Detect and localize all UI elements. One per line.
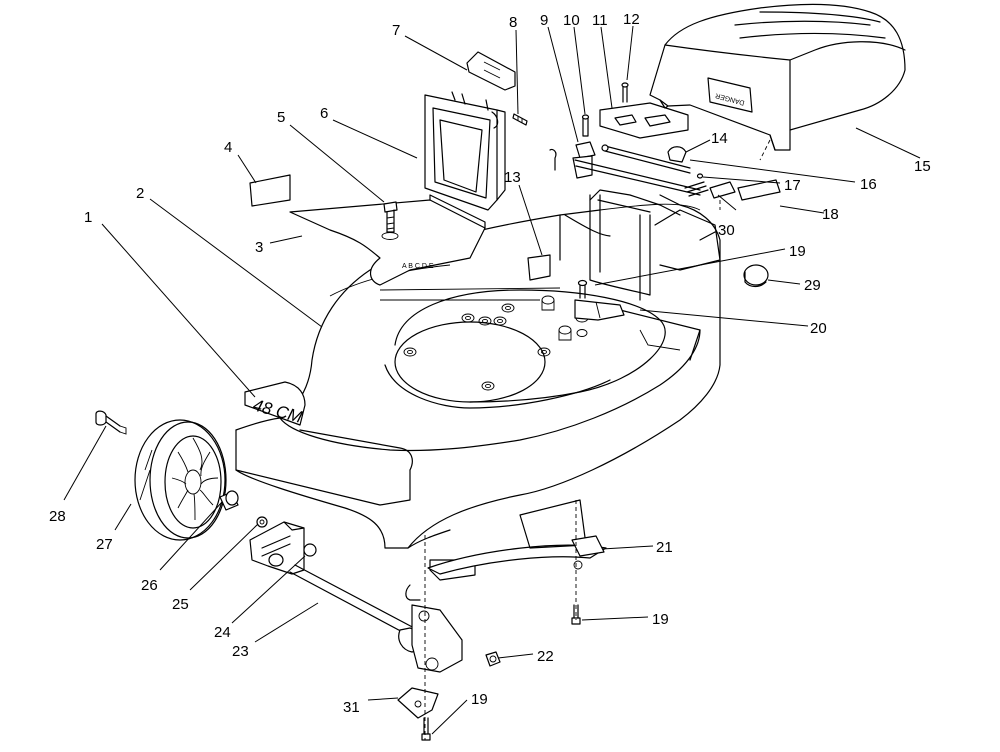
callout-10: 10 bbox=[563, 12, 580, 29]
callout-21: 21 bbox=[656, 539, 673, 556]
rear-axle bbox=[289, 559, 501, 741]
callout-5: 5 bbox=[277, 109, 285, 126]
callout-19-upper: 19 bbox=[789, 243, 806, 260]
rear-hood: DANGER bbox=[649, 3, 906, 151]
callout-20: 20 bbox=[810, 320, 827, 337]
callout-23: 23 bbox=[232, 643, 249, 660]
callout-11: 11 bbox=[592, 12, 608, 29]
decal-label bbox=[527, 254, 551, 281]
callout-6: 6 bbox=[320, 105, 328, 122]
cap bbox=[743, 264, 769, 288]
callout-24: 24 bbox=[214, 624, 231, 641]
callout-16: 16 bbox=[860, 176, 877, 193]
callout-19-lower: 19 bbox=[471, 691, 488, 708]
wheel-assembly bbox=[95, 410, 268, 541]
callout-3: 3 bbox=[255, 239, 263, 256]
wheel-bracket bbox=[249, 521, 317, 575]
callout-1: 1 bbox=[84, 209, 92, 226]
warning-label bbox=[249, 174, 291, 207]
callout-26: 26 bbox=[141, 577, 158, 594]
callout-30: 30 bbox=[718, 222, 735, 239]
deflector-letters: A B C D E bbox=[402, 263, 434, 270]
callout-15: 15 bbox=[914, 158, 931, 175]
callout-14: 14 bbox=[711, 130, 728, 147]
callout-labels: 1 2 3 4 5 6 7 8 9 10 11 12 13 14 15 16 1… bbox=[49, 11, 931, 716]
callout-25: 25 bbox=[172, 596, 189, 613]
deflector-plate: A B C D E bbox=[289, 194, 486, 286]
chute-handle bbox=[466, 51, 528, 126]
callout-17: 17 bbox=[784, 177, 801, 194]
mower-deck: 48 CM bbox=[235, 194, 721, 549]
callout-12: 12 bbox=[623, 11, 640, 28]
callout-22: 22 bbox=[537, 648, 554, 665]
callout-4: 4 bbox=[224, 139, 232, 156]
callout-29: 29 bbox=[804, 277, 821, 294]
callout-19-middle: 19 bbox=[652, 611, 669, 628]
callout-7: 7 bbox=[392, 22, 400, 39]
callout-31: 31 bbox=[343, 699, 360, 716]
callout-2: 2 bbox=[136, 185, 144, 202]
callout-27: 27 bbox=[96, 536, 113, 553]
callout-13: 13 bbox=[504, 169, 521, 186]
deck-size-decal bbox=[244, 381, 306, 426]
callout-8: 8 bbox=[509, 14, 517, 31]
discharge-chute bbox=[424, 91, 506, 211]
leader-lines bbox=[63, 25, 921, 735]
callout-18: 18 bbox=[822, 206, 839, 223]
callout-28: 28 bbox=[49, 508, 66, 525]
callout-9: 9 bbox=[540, 12, 548, 29]
under-deck-baffle bbox=[427, 499, 607, 625]
assembly-center-lines bbox=[424, 139, 771, 740]
rear-door-assembly bbox=[549, 82, 781, 299]
